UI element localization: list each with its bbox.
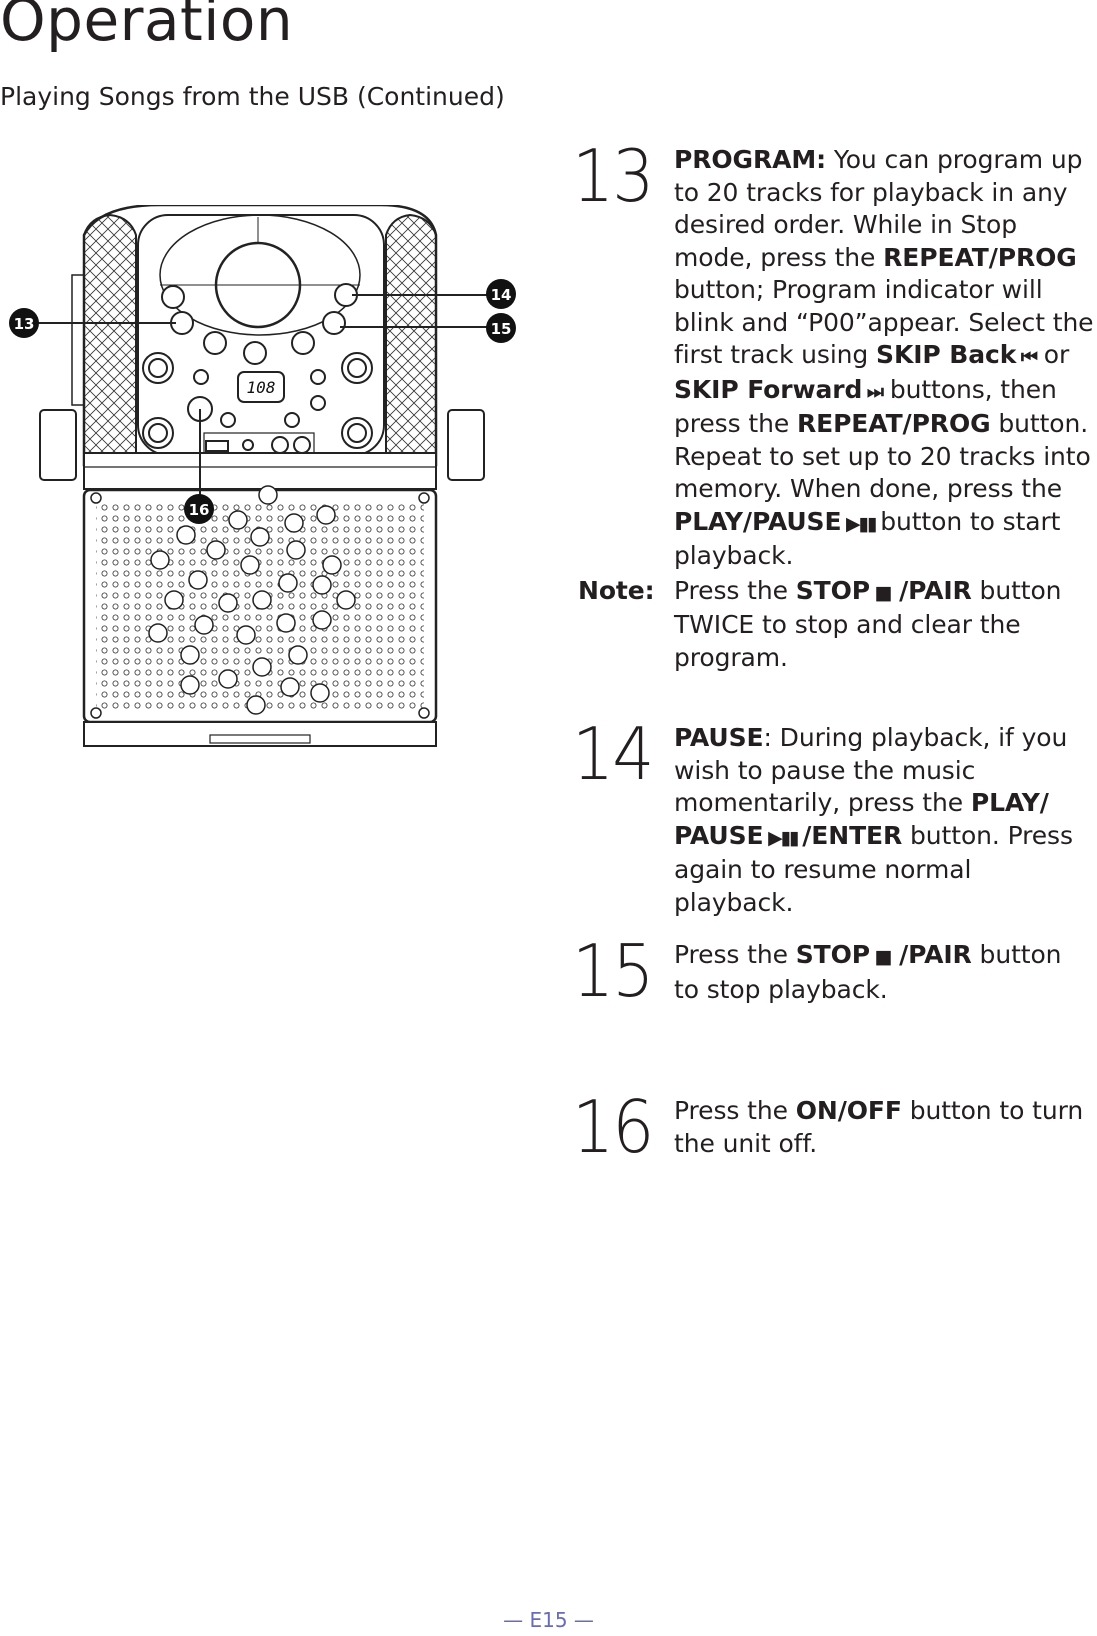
callout-16: 16 <box>184 494 214 524</box>
step-text: Press the STOP ■ /PAIR button to stop pl… <box>674 940 1062 1004</box>
term-program: PROGRAM: <box>674 145 827 174</box>
term-on-off: ON/OFF <box>795 1096 902 1125</box>
term-play-pause: PLAY/PAUSE <box>674 506 842 536</box>
step-number: 16 <box>572 1085 654 1169</box>
skip-back-icon: ⏮ <box>1016 346 1038 368</box>
callout-14: 14 <box>486 279 516 309</box>
term-stop: STOP <box>795 575 870 605</box>
svg-text:16: 16 <box>189 501 210 519</box>
step-number: 14 <box>572 712 654 796</box>
svg-text:15: 15 <box>491 320 512 338</box>
play-pause-icon: ▶▮▮ <box>763 826 803 849</box>
step-number: 15 <box>572 929 654 1013</box>
term-skip-forward: SKIP Forward <box>674 374 863 404</box>
svg-text:13: 13 <box>14 315 35 333</box>
callout-13: 13 <box>9 308 39 338</box>
page-number: — E15 — <box>503 1608 594 1632</box>
term-play-pause: PLAY/ PAUSE <box>674 788 1049 850</box>
callout-15: 15 <box>486 313 516 343</box>
term-pause: PAUSE <box>674 723 764 752</box>
term-pair: /PAIR <box>890 940 972 969</box>
svg-text:14: 14 <box>491 286 512 304</box>
machine-drawing: 108 <box>9 203 516 747</box>
term-stop: STOP <box>795 940 870 969</box>
term-skip-back: SKIP Back <box>876 340 1017 369</box>
term-pair: /PAIR <box>890 575 972 605</box>
page-title: Operation <box>0 0 294 54</box>
step-text: PAUSE: During playback, if you wish to p… <box>674 723 1073 917</box>
term-repeat-prog-2: REPEAT/PROG <box>796 409 991 438</box>
term-repeat-prog: REPEAT/PROG <box>883 242 1077 272</box>
section-subtitle: Playing Songs from the USB (Continued) <box>0 82 505 111</box>
karaoke-machine-illustration: 108 <box>0 203 560 785</box>
skip-forward-icon: ⏭ <box>862 380 884 403</box>
note-label: Note: <box>578 575 655 605</box>
step-number: 13 <box>572 134 654 218</box>
step-text: Press the ON/OFF button to turn the unit… <box>674 1096 1084 1158</box>
stop-icon: ■ <box>869 946 893 968</box>
stop-icon: ■ <box>869 581 893 604</box>
term-enter: /ENTER <box>802 820 903 850</box>
play-pause-icon: ▶▮▮ <box>841 512 881 535</box>
step-text: PROGRAM: You can program up to 20 tracks… <box>578 144 1094 674</box>
display-readout: 108 <box>247 378 276 397</box>
note: Note:Press the STOP ■ /PAIR button TWICE… <box>578 575 1062 672</box>
